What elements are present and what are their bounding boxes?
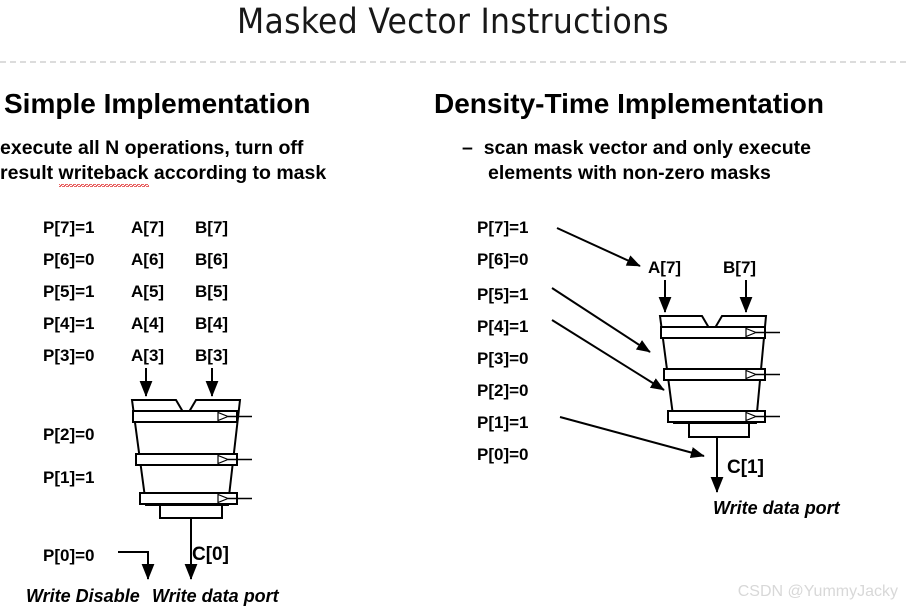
right-stage-label-c4: C[4] <box>690 376 727 397</box>
left-operand-a-6: A[6] <box>131 250 165 269</box>
left-operand-b-5: B[5] <box>195 282 229 301</box>
left-subtitle-misspelled-word: writeback <box>58 162 149 187</box>
right-mask-row-1: P[1]=1 <box>477 413 529 432</box>
scan-arrow-p1 <box>559 416 705 458</box>
csdn-watermark: CSDN @YummyJacky <box>737 583 898 600</box>
left-write-disable-connector <box>118 551 155 580</box>
left-funnel-spout <box>159 504 223 519</box>
right-operand-b: B[7] <box>723 258 757 277</box>
left-mask-row-4: P[4]=1 <box>43 314 95 333</box>
left-column-heading: Simple Implementation <box>4 88 311 119</box>
left-operand-b-3: B[3] <box>195 346 229 365</box>
left-stage-label-c2: C[2] <box>160 420 197 441</box>
right-stage-label-c5: C[5] <box>690 335 727 356</box>
right-mask-row-0: P[0]=0 <box>477 445 529 464</box>
left-latch-bar-3 <box>139 492 238 505</box>
left-subtitle-line2-post: according to mask <box>148 162 327 184</box>
page-title: Masked Vector Instructions <box>237 2 669 42</box>
left-mask-row-3: P[3]=0 <box>43 346 95 365</box>
left-subtitle-line2-pre: result <box>0 162 59 184</box>
left-operand-b-4: B[4] <box>195 314 229 333</box>
right-mask-row-6: P[6]=0 <box>477 250 529 269</box>
left-operand-b-6: B[6] <box>195 250 229 269</box>
right-funnel-spout <box>688 422 750 438</box>
right-mask-row-2: P[2]=0 <box>477 381 529 400</box>
title-divider <box>0 61 906 63</box>
left-mask-row-1: P[1]=1 <box>43 468 95 487</box>
left-output-label: C[0] <box>192 544 229 565</box>
left-mask-zero: P[0]=0 <box>43 546 95 565</box>
left-mask-row-5: P[5]=1 <box>43 282 95 301</box>
right-column-heading: Density-Time Implementation <box>434 88 825 119</box>
left-column-subtitle: execute all N operations, turn off resul… <box>0 136 420 187</box>
right-mask-row-4: P[4]=1 <box>477 317 529 336</box>
left-operand-b-7: B[7] <box>195 218 229 237</box>
right-mask-row-3: P[3]=0 <box>477 349 529 368</box>
left-operand-a-7: A[7] <box>131 218 165 237</box>
bullet-dash-icon: – <box>462 137 473 159</box>
right-scan-arrows <box>551 227 705 458</box>
right-latch-bar-3 <box>667 410 766 423</box>
left-subtitle-line1: execute all N operations, turn off <box>0 137 304 159</box>
right-operand-a: A[7] <box>648 258 682 277</box>
scan-arrow-p4 <box>551 319 665 391</box>
left-mask-row-7: P[7]=1 <box>43 218 95 237</box>
left-operand-a-4: A[4] <box>131 314 165 333</box>
scan-arrow-p7 <box>556 227 641 267</box>
left-operand-a-5: A[5] <box>131 282 165 301</box>
left-funnel-body <box>130 399 242 506</box>
right-subtitle-line1: scan mask vector and only execute <box>483 137 812 159</box>
scan-arrow-p5 <box>551 287 651 353</box>
left-operand-a-3: A[3] <box>131 346 165 365</box>
right-mask-row-7: P[7]=1 <box>477 218 529 237</box>
right-column-subtitle: – scan mask vector and only execute elem… <box>462 136 906 186</box>
left-write-disable-label: Write Disable <box>26 586 140 606</box>
right-output-label: C[1] <box>727 457 764 478</box>
right-mask-row-5: P[5]=1 <box>477 285 529 304</box>
left-write-data-port-label: Write data port <box>152 586 279 606</box>
right-funnel-body <box>658 315 768 424</box>
left-stage-label-c1: C[1] <box>160 463 197 484</box>
left-mask-row-2: P[2]=0 <box>43 425 95 444</box>
right-subtitle-line2: elements with non-zero masks <box>488 162 771 184</box>
left-mask-row-6: P[6]=0 <box>43 250 95 269</box>
right-write-data-port-label: Write data port <box>713 498 840 518</box>
